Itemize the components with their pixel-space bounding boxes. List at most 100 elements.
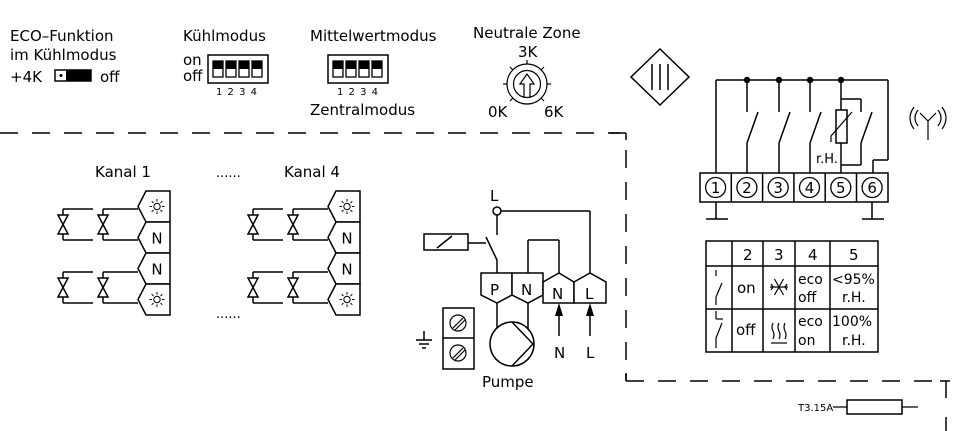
screw-icon (449, 344, 467, 362)
dip-switch-3[interactable] (358, 60, 370, 78)
dip-switch-2[interactable] (225, 60, 237, 78)
contact-open-icon (715, 270, 723, 305)
housing-boundary (0, 132, 950, 431)
valve-icon (96, 208, 138, 241)
terminal-number: 2 (742, 179, 752, 197)
terminal-n1: N (521, 281, 532, 299)
terminal-n-label: N (151, 230, 162, 248)
central-mode-label: Zentralmodus (310, 101, 415, 119)
terminal-n-label: N (341, 261, 352, 279)
terminal-n2: N (552, 285, 563, 303)
pump-block: L P N N L N L Pum (416, 187, 607, 391)
dip-switch-2[interactable] (345, 60, 357, 78)
fuse-group: T3.15A (797, 399, 918, 415)
eco-right-label: off (100, 68, 120, 86)
antenna-icon (909, 106, 947, 140)
terminal-number: 6 (867, 179, 877, 197)
earth-ground-icon (416, 331, 432, 349)
mean-mode-group: Mittelwertmodus 1 2 3 4 Zentralmodus (310, 27, 437, 119)
channel-4-terminals: NN (246, 190, 361, 316)
eco-function-group: ECO–Funktion im Kühlmodus +4K off (10, 27, 120, 86)
channels-ellipsis-top: ...... (216, 166, 241, 181)
row2-col2: off (736, 321, 756, 339)
terminal-number: 4 (805, 179, 815, 197)
terminal-3-icon (767, 176, 789, 199)
cooling-dip-switch[interactable] (207, 54, 269, 84)
valve-icon (286, 208, 328, 241)
arrow-l-label: L (586, 344, 595, 362)
valve-icon (246, 208, 283, 241)
dip-switch-1[interactable] (332, 60, 344, 78)
knob-pointer-icon (518, 72, 536, 98)
channel-1-label: Kanal 1 (95, 163, 151, 181)
sun-icon (339, 199, 355, 214)
eco-left-label: +4K (10, 68, 43, 86)
mean-mode-title: Mittelwertmodus (310, 27, 437, 45)
pump-icon (489, 321, 535, 367)
snowflake-icon (770, 278, 788, 296)
fuse-icon (846, 399, 903, 415)
cooling-switch-numbers: 1 2 3 4 (216, 87, 258, 98)
table-header-5: 5 (849, 246, 859, 264)
dip-switch-4[interactable] (251, 60, 263, 78)
terminal-l: L (585, 285, 594, 303)
eco-slide-switch[interactable] (54, 69, 92, 82)
table-header-4: 4 (808, 246, 818, 264)
eco-title-line1: ECO–Funktion (10, 27, 114, 45)
row1-col5-line2: r.H. (842, 290, 866, 306)
terminal-number: 5 (836, 179, 846, 197)
sun-icon (149, 292, 165, 307)
mean-dip-switch[interactable] (327, 54, 389, 84)
fuse-label: T3.15A (797, 403, 833, 414)
row1-col4-line2: off (798, 290, 817, 306)
terminal-n-label: N (341, 230, 352, 248)
cooling-on-label: on (183, 51, 202, 69)
pump-label: Pumpe (482, 373, 534, 391)
dip-switch-3[interactable] (238, 60, 250, 78)
cooling-off-label: off (183, 67, 203, 85)
contact-closed-icon (715, 311, 723, 348)
terminal-n-label: N (151, 261, 162, 279)
arrow-up-icon (586, 303, 594, 316)
channel-4-label: Kanal 4 (284, 163, 340, 181)
neutral-zone-group: Neutrale Zone 3K 0K 6K (473, 24, 581, 121)
terminal-5-icon (830, 176, 852, 199)
channels-ellipsis-bottom: ...... (216, 307, 241, 322)
sun-icon (149, 199, 165, 214)
phase-l-label: L (490, 187, 499, 205)
valve-icon (246, 271, 283, 304)
row1-col4-line1: eco (798, 272, 823, 288)
cooling-mode-title: Kühlmodus (183, 27, 266, 45)
relay-coil-icon (423, 233, 469, 251)
table-row: off eco on 100% r.H. (715, 311, 872, 349)
channel-1-terminals: NN (56, 190, 171, 316)
row2-col5-line2: r.H. (842, 333, 866, 349)
dip-switch-4[interactable] (371, 60, 383, 78)
neutral-zone-6k: 6K (544, 103, 565, 121)
row1-col2: on (737, 279, 756, 297)
phase-terminal-icon (492, 206, 502, 216)
neutral-zone-3k: 3K (518, 43, 539, 61)
sun-icon (339, 292, 355, 307)
dip-switch-1[interactable] (212, 60, 224, 78)
row1-col5-line1: <95% (832, 272, 875, 288)
neutral-zone-0k: 0K (488, 103, 509, 121)
screw-icon (449, 314, 467, 332)
eco-title-line2: im Kühlmodus (10, 46, 117, 64)
terminal-number: 3 (773, 179, 783, 197)
valve-icon (56, 271, 93, 304)
valve-icon (96, 271, 138, 304)
neutral-zone-knob[interactable] (503, 60, 551, 105)
mean-switch-numbers: 1 2 3 4 (337, 87, 379, 98)
heat-exchanger-icon (629, 47, 691, 107)
neutral-zone-title: Neutrale Zone (473, 24, 581, 42)
cooling-mode-group: Kühlmodus on off 1 2 3 4 (183, 27, 269, 98)
terminal-strip: 1 2 3 4 5 6 (699, 172, 889, 203)
terminal-number: 1 (711, 179, 721, 197)
table-header-2: 2 (743, 246, 753, 264)
arrow-up-icon (555, 303, 563, 316)
function-table: 2 3 4 5 on eco off <95% r.H. (705, 240, 879, 353)
terminal-1-icon (704, 176, 727, 199)
